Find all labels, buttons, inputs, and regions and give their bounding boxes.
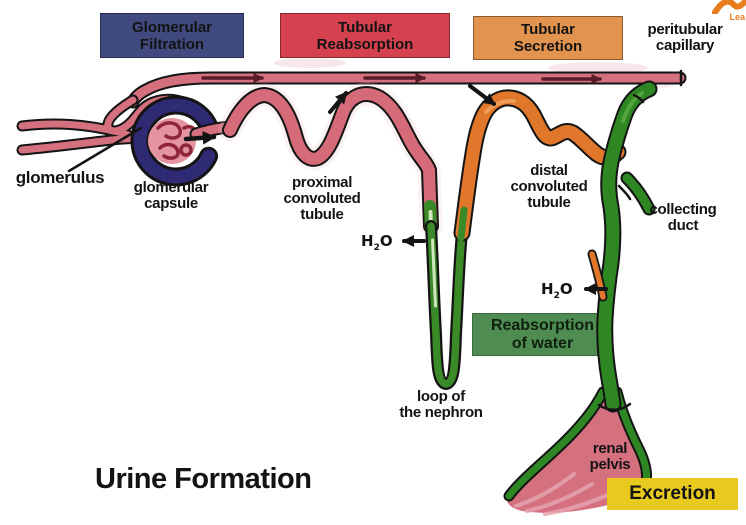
duct-crease bbox=[617, 184, 632, 201]
glomerular-capsule-line2: capsule bbox=[144, 195, 198, 213]
distal-tubule-label: distal convoluted tubule bbox=[494, 162, 604, 212]
capsule-ring bbox=[130, 95, 219, 187]
glomerulus-pointer-line bbox=[67, 126, 143, 173]
distal-tubule-line3: tubule bbox=[527, 194, 571, 212]
collecting-duct-line2: duct bbox=[667, 217, 699, 235]
glomerular-filtration-line2: Filtration bbox=[139, 35, 205, 53]
h2o-2-sub: 2 bbox=[553, 291, 560, 301]
proximal-tubule-shape bbox=[218, 82, 443, 238]
h2o-1-h: H bbox=[361, 232, 374, 250]
glomerular-capsule-line1: glomerular bbox=[133, 179, 209, 196]
distal-tubule-line1: distal bbox=[530, 162, 568, 179]
peritubular-capillary-vessel bbox=[126, 69, 687, 109]
filtrate-exit-arrow bbox=[183, 131, 217, 145]
distal-tubule-shape bbox=[453, 89, 627, 242]
tubular-reabsorption-box: Tubular Reabsorption bbox=[280, 13, 450, 58]
squiggle bbox=[158, 142, 180, 160]
duct-highlight bbox=[621, 91, 644, 123]
squiggle bbox=[179, 143, 193, 157]
proximal-tubule-line1: proximal bbox=[291, 174, 353, 191]
h2o-label-2: H2O bbox=[541, 280, 573, 301]
collecting-duct-label: collecting duct bbox=[633, 201, 733, 235]
pelvis-streaks bbox=[514, 472, 612, 516]
duct-crease bbox=[632, 93, 645, 104]
h2o-1-sub: 2 bbox=[373, 243, 380, 253]
peritubular-capillary-line1: peritubular bbox=[647, 21, 723, 38]
loop-of-nephron-line1: loop of bbox=[417, 388, 465, 405]
page-title: Urine Formation bbox=[95, 463, 312, 495]
watermark-logo-icon bbox=[712, 0, 746, 14]
tubular-reabsorption-line1: Tubular bbox=[338, 18, 392, 36]
distal-highlight bbox=[484, 98, 516, 114]
loop-core-highlight bbox=[431, 238, 437, 308]
secretion-arrow bbox=[468, 84, 496, 106]
duct-fill bbox=[598, 82, 656, 411]
smudge bbox=[274, 58, 346, 68]
distal-tubule-line2: convoluted bbox=[510, 178, 588, 196]
collecting-duct-line1: collecting bbox=[649, 201, 717, 218]
excretion-label: Excretion bbox=[629, 483, 716, 504]
h2o-2-o: O bbox=[559, 280, 573, 298]
streak bbox=[543, 492, 612, 516]
glomerular-filtration-box: Glomerular Filtration bbox=[100, 13, 244, 58]
arteriole-fill bbox=[18, 135, 141, 154]
logo-swoosh bbox=[712, 0, 746, 14]
peritubular-capillary-line2: capillary bbox=[655, 37, 715, 55]
nephron-loop-shape bbox=[425, 220, 468, 390]
proximal-fill bbox=[224, 88, 437, 232]
ascending-limb-green bbox=[457, 206, 468, 242]
loop-of-nephron-label: loop of the nephron bbox=[378, 388, 504, 422]
renal-pelvis-line1: renal bbox=[592, 440, 628, 457]
streak bbox=[514, 472, 576, 508]
proximal-tubule-line2: convoluted bbox=[283, 190, 361, 208]
distal-fill bbox=[455, 91, 625, 240]
duct-pelvis-junction-crease bbox=[597, 402, 632, 411]
reabsorption-of-water-line2: of water bbox=[511, 334, 574, 352]
renal-pelvis-line2: pelvis bbox=[589, 456, 631, 474]
h2o-label-1: H2O bbox=[361, 232, 393, 253]
loop-of-nephron-line2: the nephron bbox=[399, 404, 483, 422]
glomerular-capsule-label: glomerular capsule bbox=[112, 179, 230, 213]
duct-orange-branch bbox=[589, 251, 606, 300]
glomerulus-label: glomerulus bbox=[15, 168, 105, 187]
streak bbox=[525, 482, 594, 513]
tubular-reabsorption-line2: Reabsorption bbox=[316, 35, 414, 53]
squiggle bbox=[156, 121, 182, 140]
reabsorption-of-water-box: Reabsorption of water bbox=[472, 313, 613, 356]
glomerular-filtration-line1: Glomerular bbox=[131, 18, 213, 36]
annotation-arrows bbox=[67, 84, 608, 295]
tubular-secretion-line1: Tubular bbox=[521, 21, 575, 38]
peritubular-capillary-label: peritubular capillary bbox=[624, 21, 746, 55]
excretion-box: Excretion bbox=[607, 478, 738, 510]
pelvis-edge-green bbox=[505, 388, 607, 500]
reabsorption-of-water-line1: Reabsorption bbox=[490, 316, 595, 334]
tubular-secretion-box: Tubular Secretion bbox=[473, 16, 623, 60]
capsule-fill bbox=[133, 98, 216, 184]
renal-pelvis-label: renal pelvis bbox=[568, 440, 652, 474]
proximal-tubule-label: proximal convoluted tubule bbox=[258, 174, 386, 224]
reabsorption-arrow bbox=[328, 91, 348, 114]
collecting-duct-shape bbox=[587, 80, 658, 413]
proximal-tubule-line3: tubule bbox=[300, 206, 344, 224]
duct-branch-fill bbox=[622, 173, 654, 214]
tubular-secretion-line2: Secretion bbox=[513, 38, 583, 55]
h2o-2-h: H bbox=[541, 280, 554, 298]
capillary-fill bbox=[128, 73, 685, 107]
h2o-1-o: O bbox=[379, 232, 393, 250]
watermark-text: Lea bbox=[729, 12, 745, 22]
pelvis-edges bbox=[503, 386, 653, 502]
smudge bbox=[548, 62, 648, 74]
